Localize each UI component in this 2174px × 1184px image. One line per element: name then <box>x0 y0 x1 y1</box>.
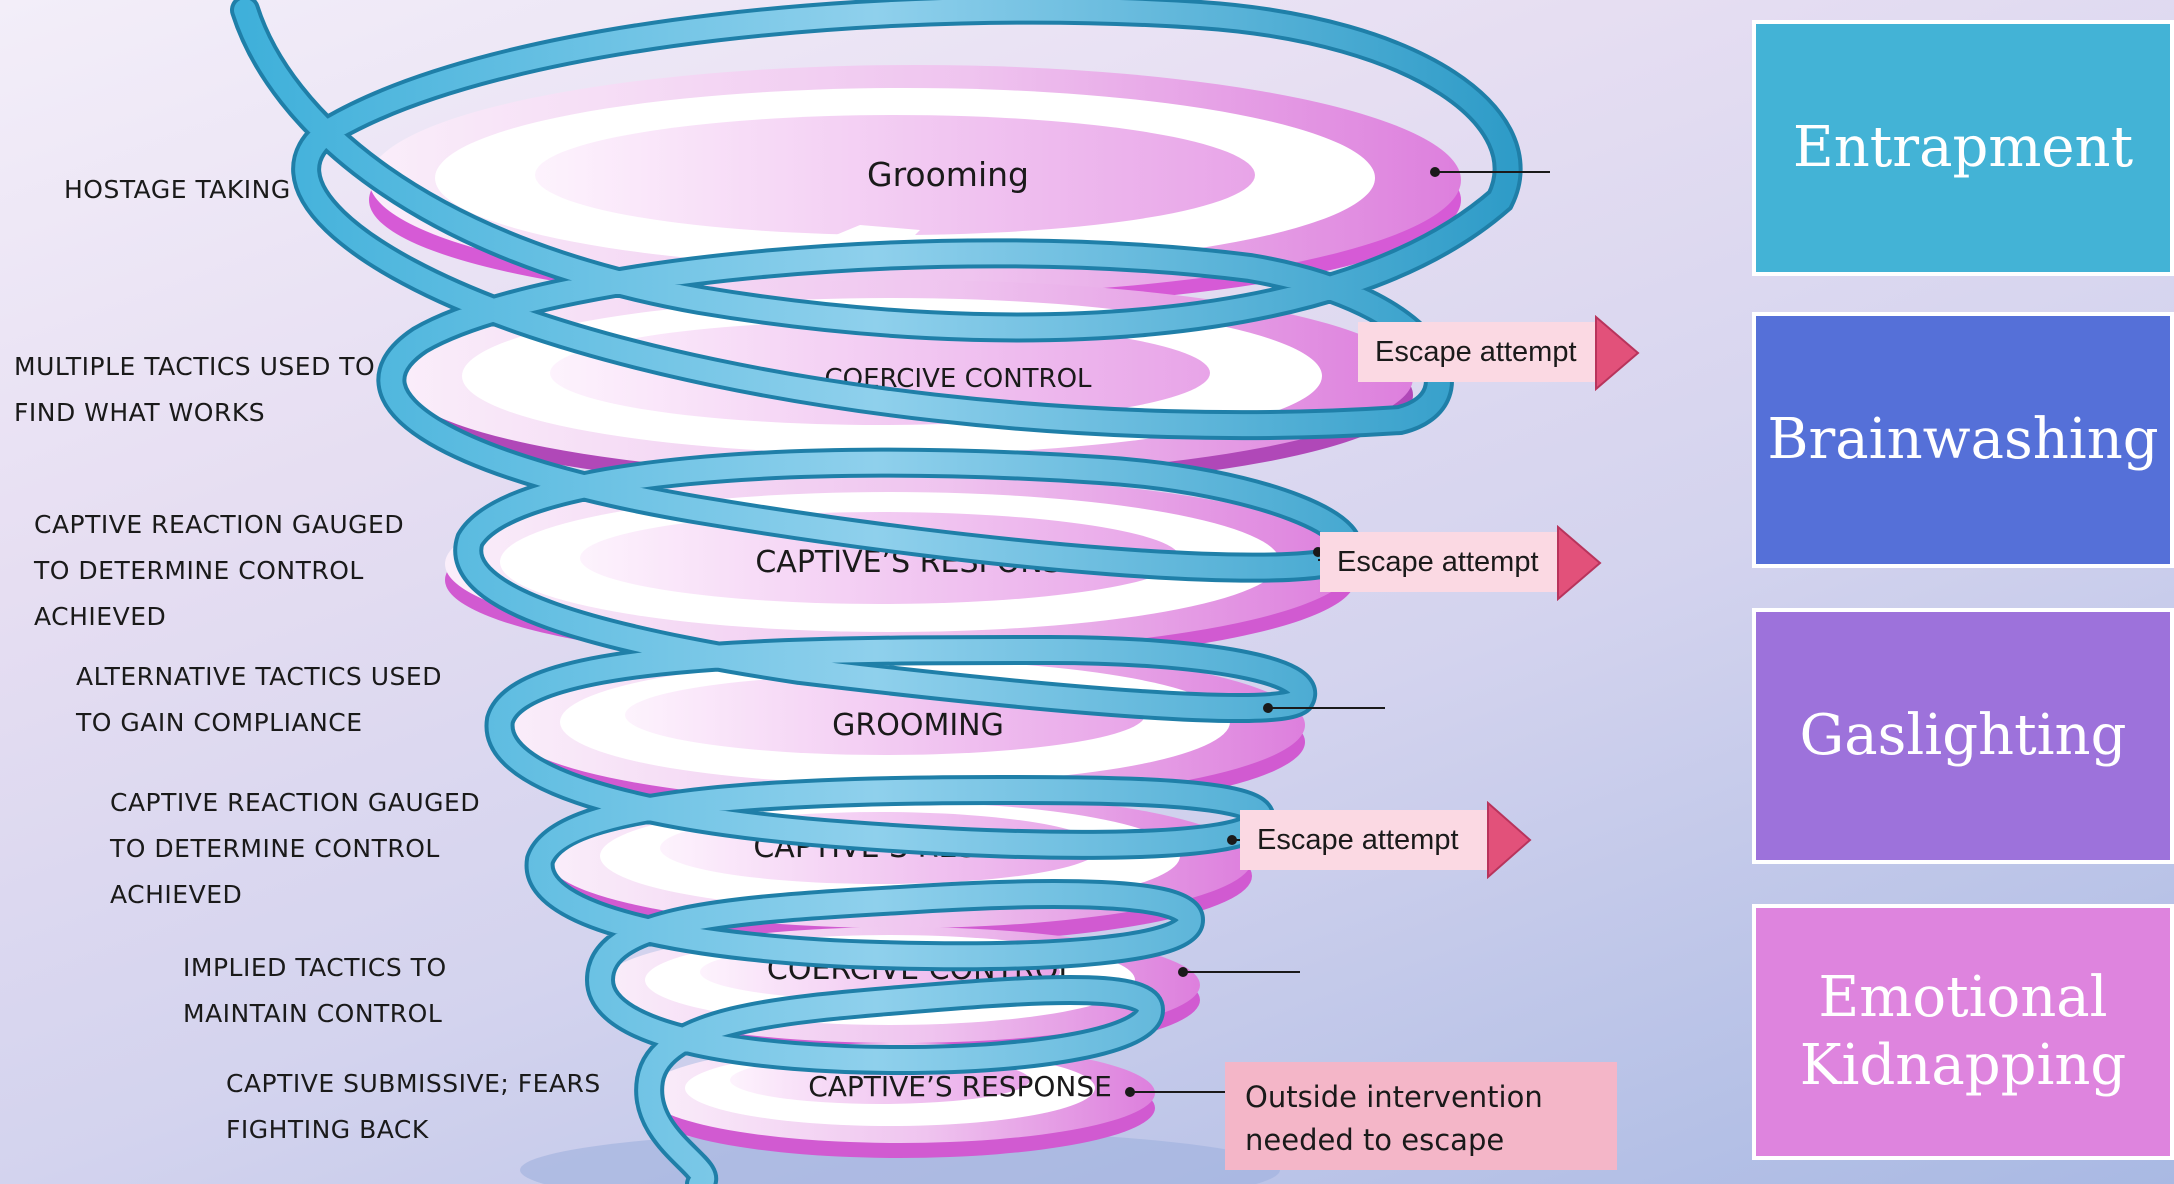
spiral-ribbon <box>230 0 1523 1184</box>
tier-label: GROOMING <box>832 708 1004 743</box>
left-label: MULTIPLE TACTICS USED TO FIND WHAT WORKS <box>14 352 376 427</box>
escape-attempt-callout: Escape attempt <box>1320 532 1562 592</box>
tier-label: Grooming <box>867 155 1029 194</box>
category-box-emotional-kidnapping: Emotional Kidnapping <box>1752 904 2174 1160</box>
escape-attempt-callout: Escape attempt <box>1240 810 1492 870</box>
escape-arrow-icon <box>1595 315 1640 391</box>
connector-lines <box>1125 167 1550 1097</box>
left-label: ALTERNATIVE TACTICS USED TO GAIN COMPLIA… <box>76 662 442 737</box>
category-box-entrapment: Entrapment <box>1752 20 2174 276</box>
category-box-brainwashing: Brainwashing <box>1752 312 2174 568</box>
left-label: CAPTIVE REACTION GAUGED TO DETERMINE CON… <box>110 788 481 909</box>
escape-attempt-callout: Escape attempt <box>1358 322 1600 382</box>
intervention-note: Outside intervention needed to escape <box>1225 1062 1617 1170</box>
category-box-gaslighting: Gaslighting <box>1752 608 2174 864</box>
escape-arrow-icon <box>1557 525 1602 601</box>
left-label: IMPLIED TACTICS TO MAINTAIN CONTROL <box>183 953 447 1028</box>
tier-label: CAPTIVE’S RESPONSE <box>808 1070 1112 1103</box>
escape-arrow-icon <box>1487 801 1532 879</box>
left-label: CAPTIVE REACTION GAUGED TO DETERMINE CON… <box>34 510 405 631</box>
left-label: HOSTAGE TAKING <box>64 175 291 204</box>
left-label: CAPTIVE SUBMISSIVE; FEARS FIGHTING BACK <box>226 1069 601 1144</box>
